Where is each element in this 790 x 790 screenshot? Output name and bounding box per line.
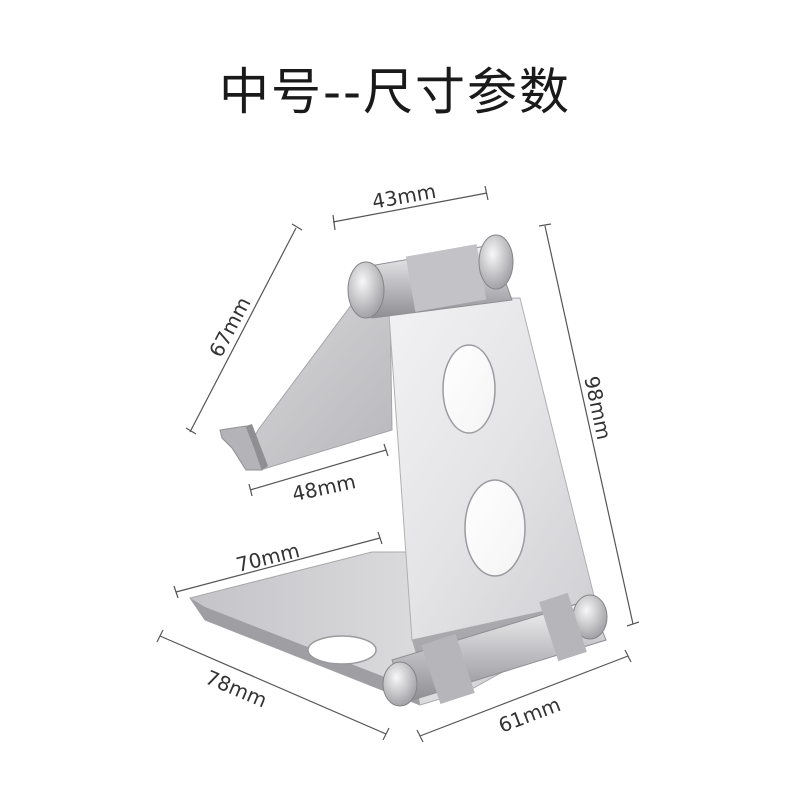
top-hinge — [347, 234, 514, 319]
upper-hole — [442, 344, 496, 434]
lower-hole — [464, 479, 526, 577]
dimension-lines — [156, 185, 640, 743]
dim-label-67mm: 67mm — [204, 293, 255, 361]
back-panel — [219, 299, 393, 471]
bottom-hinge — [382, 592, 608, 707]
dim-label-61mm: 61mm — [495, 692, 564, 737]
page-title: 中号--尺寸参数 — [218, 63, 572, 121]
dim-label-78mm: 78mm — [202, 665, 271, 712]
base-hole — [307, 635, 377, 665]
dim-label-70mm: 70mm — [234, 538, 302, 577]
